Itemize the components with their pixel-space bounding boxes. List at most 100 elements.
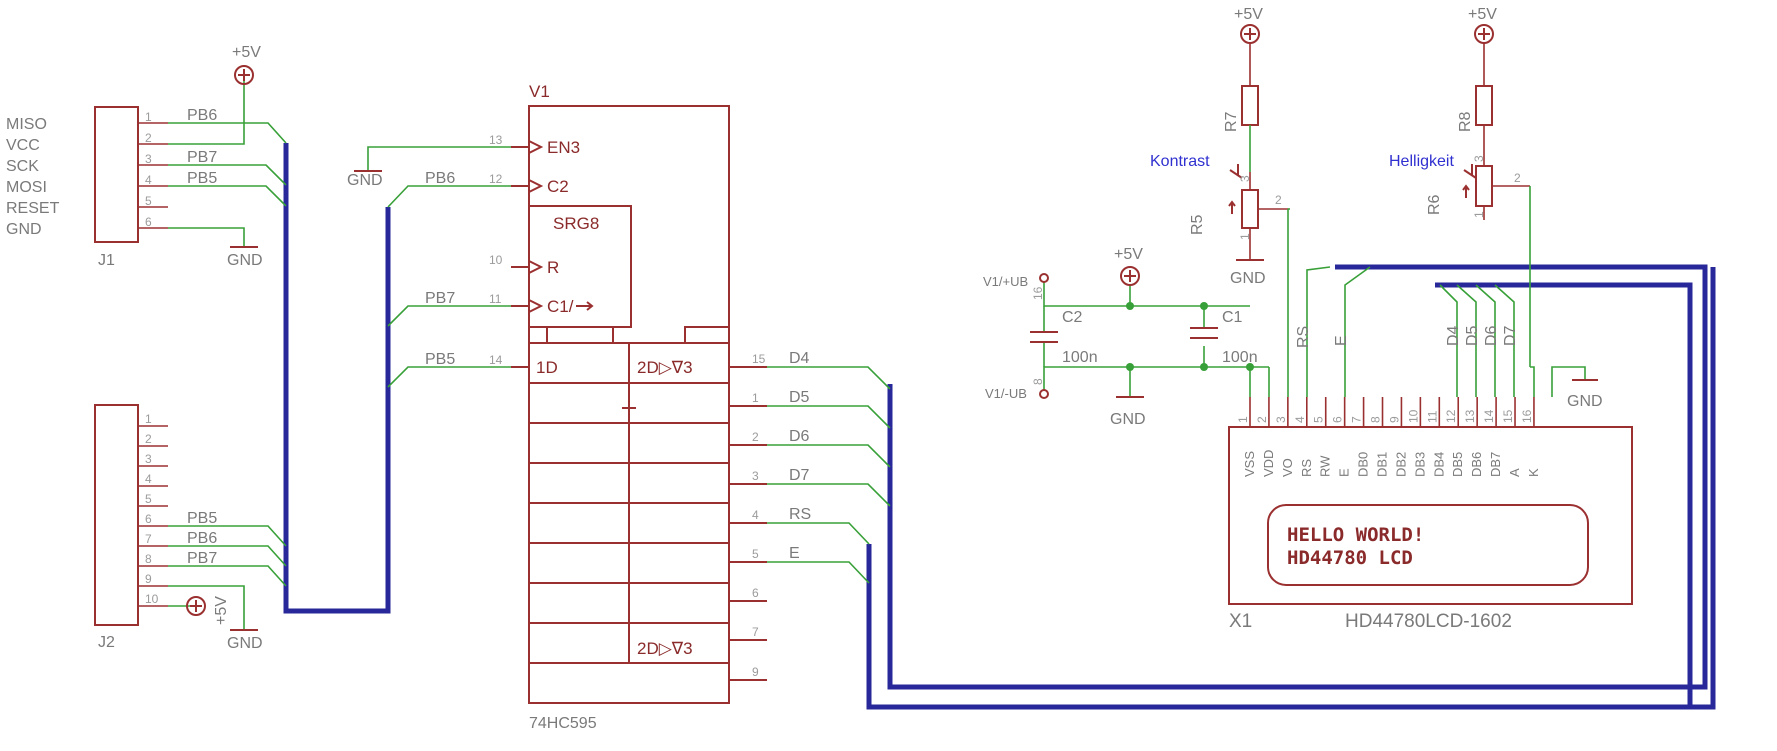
r7-name: R7	[1223, 111, 1240, 132]
lcd-pin-name: DB3	[1412, 452, 1427, 477]
v1-pin-7: 7	[752, 625, 759, 639]
lcd-net-d5: D5	[1464, 325, 1481, 346]
r5-pin-2: 2	[1275, 193, 1282, 207]
lcd-pin-name: DB1	[1375, 452, 1390, 477]
lcd-pin-number: 5	[1312, 416, 1326, 423]
c2-name: C2	[1062, 309, 1083, 326]
pin-16-ub: 16	[1031, 286, 1045, 300]
r6-name: R6	[1426, 194, 1443, 215]
j1-pin-3: 3	[145, 152, 152, 166]
lcd-net-d4: D4	[1445, 325, 1462, 346]
j1-pin-4: 4	[145, 173, 152, 187]
j1-label-miso: MISO	[6, 116, 47, 133]
pin-8-ub: 8	[1031, 378, 1045, 385]
svg-text:+5V: +5V	[213, 596, 230, 625]
j1-pin-6: 6	[145, 215, 152, 229]
svg-text:+5V: +5V	[232, 44, 261, 61]
lcd-pin-name: K	[1526, 468, 1541, 477]
v1-net-pb6: PB6	[425, 170, 455, 187]
j2-nets: PB5 PB6 PB7	[168, 510, 287, 630]
lcd-value: HD44780LCD-1602	[1345, 611, 1512, 632]
j1-label-mosi: MOSI	[6, 179, 47, 196]
lcd-name: X1	[1229, 611, 1252, 632]
r5-name: R5	[1189, 214, 1206, 235]
lcd-pin-number: 9	[1387, 416, 1401, 423]
v1-net-d7: D7	[789, 467, 810, 484]
ground-symbol-j1: GND	[227, 246, 263, 269]
label-ub-plus: V1/+UB	[983, 274, 1028, 289]
connector-j1: MISO VCC SCK MOSI RESET GND 1 2 3 4 5 6 …	[6, 106, 168, 269]
lcd-pin-number: 2	[1255, 416, 1269, 423]
lcd-pin-name: A	[1507, 468, 1522, 477]
svg-text:GND: GND	[227, 252, 263, 269]
v1-net-d4: D4	[789, 350, 810, 367]
v1-pin-12: 12	[489, 172, 503, 186]
lcd-pin-name: DB5	[1450, 452, 1465, 477]
svg-text:GND: GND	[1110, 411, 1146, 428]
lcd-pin-name: DB2	[1393, 452, 1408, 477]
lcd-x1: HELLO WORLD! HD44780 LCD X1 HD44780LCD-1…	[1228, 426, 1633, 632]
lcd-pin-number: 12	[1444, 409, 1458, 423]
v1-pin-9: 9	[752, 665, 759, 679]
lcd-pin-name: RW	[1318, 455, 1333, 477]
svg-text:+5V: +5V	[1234, 6, 1263, 23]
vcc-symbol-j1: +5V	[232, 44, 261, 85]
lcd-pin-number: 3	[1274, 416, 1288, 423]
v1-pin-4: 4	[752, 508, 759, 522]
j2-pin-9: 9	[145, 572, 152, 586]
v1-pin-15: 15	[752, 352, 766, 366]
lcd-pin-name: DB7	[1488, 452, 1503, 477]
bus-lines	[283, 143, 1716, 710]
v1-net-pb5: PB5	[425, 351, 455, 368]
label-helligkeit: Helligkeit	[1389, 153, 1454, 170]
v1-pin-5: 5	[752, 547, 759, 561]
lcd-pin-number: 7	[1350, 416, 1364, 423]
capacitor-c1: C1 100n	[1190, 309, 1258, 366]
v1-q-bottom: 2D▷∇3	[637, 639, 693, 658]
ground-symbol-caps: GND	[1110, 396, 1146, 428]
lcd-net-e: E	[1333, 335, 1350, 346]
j2-pin-3: 3	[145, 452, 152, 466]
vcc-symbol-j2: +5V	[186, 596, 230, 625]
lcd-pin-name: DB6	[1469, 452, 1484, 477]
lcd-pin-number: 16	[1520, 409, 1534, 423]
lcd-pin-number: 10	[1406, 409, 1420, 423]
v1-output-nets: D4 D5 D6 D7 RS E	[767, 350, 891, 584]
vcc-symbol-caps: +5V	[1114, 246, 1143, 286]
v1-pin-2: 2	[752, 430, 759, 444]
lcd-pin-number: 8	[1369, 416, 1383, 423]
c2-value: 100n	[1062, 349, 1098, 366]
j1-pin-1: 1	[145, 110, 152, 124]
capacitor-section: C2 100n C1 100n V1/+UB V1/-UB 16 8	[983, 273, 1258, 401]
lcd-pin-name: VDD	[1261, 450, 1276, 477]
lcd-pin-number: 13	[1463, 409, 1477, 423]
lcd-pin-number: 11	[1425, 410, 1439, 423]
j2-name: J2	[98, 634, 115, 651]
r6-pin-2: 2	[1514, 171, 1521, 185]
j1-pin-5: 5	[145, 194, 152, 208]
svg-text:GND: GND	[227, 635, 263, 652]
connector-j2: 1 2 3 4 5 6 7 8 9 10 J2	[94, 404, 168, 651]
v1-srg8: SRG8	[553, 214, 599, 233]
v1-net-e: E	[789, 545, 800, 562]
j2-pin-2: 2	[145, 432, 152, 446]
j2-pin-8: 8	[145, 552, 152, 566]
v1-pin-3: 3	[752, 469, 759, 483]
svg-text:+5V: +5V	[1468, 6, 1497, 23]
j1-label-gnd: GND	[6, 221, 42, 238]
j1-label-reset: RESET	[6, 200, 60, 217]
j1-label-sck: SCK	[6, 158, 39, 175]
lcd-pin-name: VSS	[1242, 451, 1257, 477]
v1-input-nets: PB6 PB7 PB5	[367, 146, 511, 388]
lcd-pin-number: 15	[1501, 409, 1515, 423]
potentiometer-r5: 3 2 1 R5 Kontrast GND	[1150, 153, 1289, 367]
r8-name: R8	[1457, 111, 1474, 132]
v1-value: 74HC595	[529, 715, 597, 732]
j2-net-pb7: PB7	[187, 550, 217, 567]
resistor-r7: +5V R7	[1223, 6, 1263, 172]
resistor-r8: +5V R8	[1457, 6, 1497, 166]
lcd-pin-name: E	[1337, 468, 1352, 477]
j1-net-pb6: PB6	[187, 107, 217, 124]
svg-text:GND: GND	[347, 172, 383, 189]
j1-label-vcc: VCC	[6, 137, 40, 154]
